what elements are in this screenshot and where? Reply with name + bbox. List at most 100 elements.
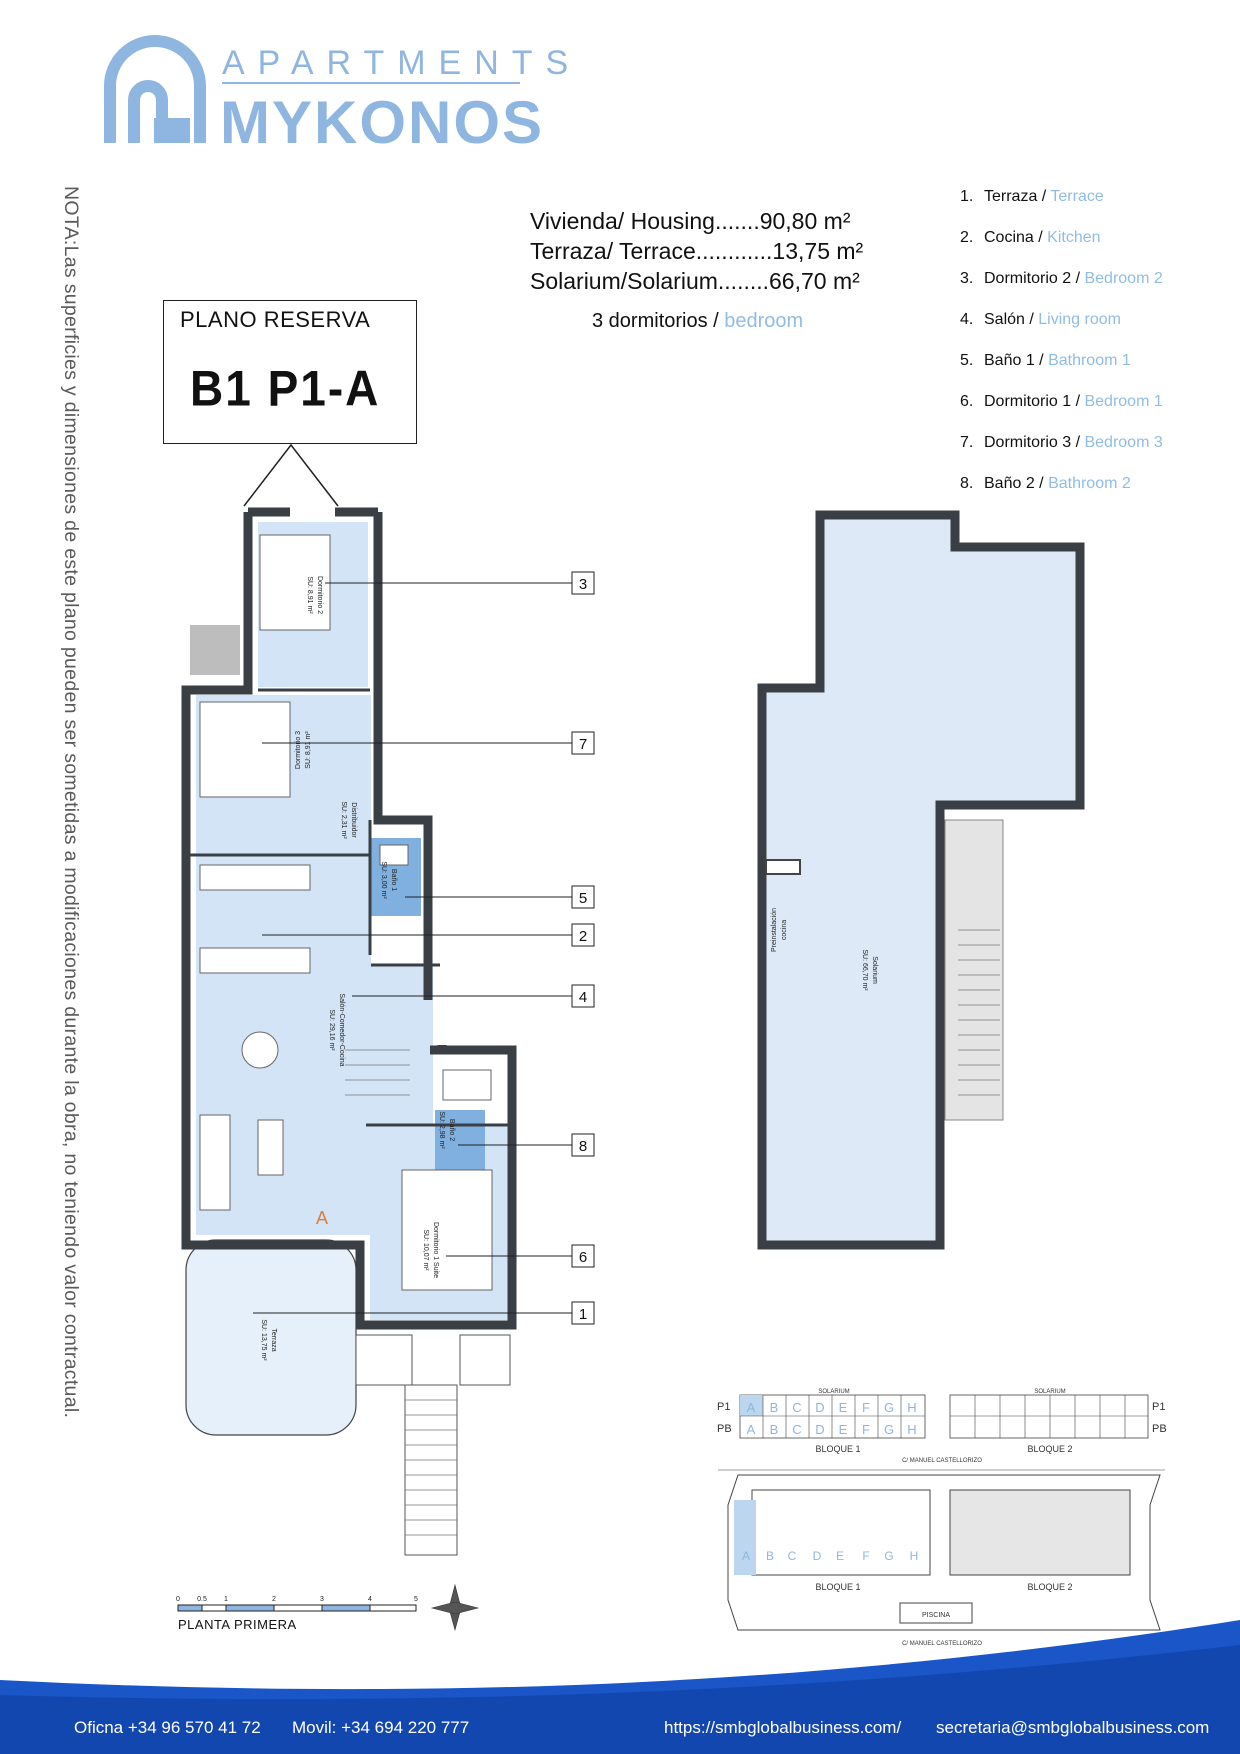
reserve-box: PLANO RESERVA B1 P1-A [163,300,417,444]
area-terrace: Terraza/ Terrace............13,75 m² [530,238,864,264]
brand-rule [222,82,520,84]
disclaimer-note: NOTA:Las superficies y dimensiones de es… [60,186,82,1419]
svg-text:F: F [862,1549,869,1563]
svg-text:SOLARIUM: SOLARIUM [818,1389,849,1395]
svg-text:E: E [839,1400,848,1415]
callout-number: 4 [579,989,587,1006]
legend-item: 7.Dormitorio 3 / Bedroom 3 [960,434,1163,451]
svg-text:SU: 13,75 m²: SU: 13,75 m² [260,1319,267,1361]
callout-number: 6 [579,1249,587,1266]
website-link[interactable]: https://smbglobalbusiness.com/ [664,1718,902,1737]
room-label: Salón-Comedor-Cocina [338,993,345,1066]
svg-text:E: E [839,1422,848,1437]
svg-text:C: C [792,1422,801,1437]
callout-number: 5 [579,890,587,907]
room-label: Dormitorio 3 [295,731,302,769]
svg-text:SU: 8,91 m²: SU: 8,91 m² [306,576,313,614]
svg-text:SU: 66,70 m²: SU: 66,70 m² [861,949,868,991]
svg-text:SU: 2,31 m²: SU: 2,31 m² [340,801,347,839]
svg-text:PISCINA: PISCINA [922,1612,950,1619]
svg-text:BLOQUE 1: BLOQUE 1 [815,1444,860,1454]
room-legend: 1.Terraza / Terrace 2.Cocina / Kitchen 3… [960,188,1163,516]
svg-text:G: G [884,1400,894,1415]
legend-item: 2.Cocina / Kitchen [960,229,1101,246]
callout-number: 1 [579,1306,587,1323]
svg-text:G: G [884,1422,894,1437]
room-label: Solarium [871,956,878,984]
svg-text:F: F [862,1400,870,1415]
unit-code: B1 P1-A [190,359,381,417]
plan-level-label: PLANTA PRIMERA [178,1617,297,1632]
svg-text:A: A [742,1549,750,1563]
svg-text:BLOQUE 2: BLOQUE 2 [1027,1582,1072,1592]
callout-number: 8 [579,1138,587,1155]
svg-text:SU: 2,98 m²: SU: 2,98 m² [438,1111,445,1149]
room-label: Terraza [270,1328,277,1351]
brand-line2: MYKONOS [220,89,545,156]
svg-text:H: H [907,1422,916,1437]
svg-text:C: C [788,1549,797,1563]
scale-tick: 0.5 [197,1596,207,1603]
svg-text:D: D [813,1549,822,1563]
arch-logo-icon [104,35,206,143]
email-link[interactable]: secretaria@smbglobalbusiness.com [936,1718,1210,1737]
svg-text:SU: 10,07 m²: SU: 10,07 m² [422,1229,429,1271]
svg-text:A: A [747,1400,756,1415]
key-row-label: PB [1152,1423,1167,1435]
key-row-label: PB [717,1423,732,1435]
svg-text:D: D [815,1422,824,1437]
svg-text:C/ MANUEL CASTELLORIZO: C/ MANUEL CASTELLORIZO [902,1458,982,1464]
reserve-title: PLANO RESERVA [180,307,371,332]
legend-item: 4.Salón / Living room [960,311,1121,328]
area-summary: Vivienda/ Housing.......90,80 m² Terraza… [530,206,863,296]
svg-text:D: D [815,1400,824,1415]
scale-tick: 3 [320,1596,324,1603]
bedroom-count: 3 dormitorios / bedroom [592,310,804,332]
room-label: Baño 2 [448,1119,455,1141]
legend-item: 3.Dormitorio 2 / Bedroom 2 [960,270,1163,287]
legend-item: 8.Baño 2 / Bathroom 2 [960,475,1131,492]
room-label: Dormitorio 1 Suite [432,1222,439,1278]
scale-tick: 2 [272,1596,276,1603]
legend-item: 1.Terraza / Terrace [960,188,1104,205]
scale-tick: 4 [368,1596,372,1603]
key-row-label: P1 [1152,1401,1165,1413]
room-label: Distribuidor [350,802,357,838]
office-phone: Oficna +34 96 570 41 72 [74,1718,261,1737]
unit-letter: A [316,1208,328,1228]
area-solarium: Solarium/Solarium........66,70 m² [530,268,860,294]
svg-text:E: E [836,1549,844,1563]
svg-text:F: F [862,1422,870,1437]
svg-text:H: H [910,1549,919,1563]
svg-text:SOLARIUM: SOLARIUM [1034,1389,1065,1395]
svg-text:SU: 3,00 m²: SU: 3,00 m² [380,861,387,899]
mobile-phone: Movil: +34 694 220 777 [292,1718,470,1737]
room-label: Preinstalación [771,908,778,952]
svg-text:C: C [792,1400,801,1415]
area-housing: Vivienda/ Housing.......90,80 m² [530,208,851,234]
svg-text:BLOQUE 2: BLOQUE 2 [1027,1444,1072,1454]
legend-item: 5.Baño 1 / Bathroom 1 [960,352,1131,369]
legend-item: 6.Dormitorio 1 / Bedroom 1 [960,393,1163,410]
svg-text:A: A [747,1422,756,1437]
brand-line1: APARTMENTS [222,44,582,82]
scale-tick: 1 [224,1596,228,1603]
svg-text:BLOQUE 1: BLOQUE 1 [815,1582,860,1592]
svg-text:B: B [770,1400,779,1415]
svg-text:SU: 8,91 m²: SU: 8,91 m² [305,731,312,769]
svg-text:cocina: cocina [781,920,788,940]
room-label: Baño 1 [390,869,397,891]
svg-text:B: B [770,1422,779,1437]
scale-tick: 0 [176,1596,180,1603]
scale-tick: 5 [414,1596,418,1603]
room-label: Dormitorio 2 [316,576,323,614]
svg-text:C/ MANUEL CASTELLORIZO: C/ MANUEL CASTELLORIZO [902,1641,982,1647]
key-row-label: P1 [717,1401,730,1413]
callout-number: 7 [579,736,587,753]
svg-text:B: B [766,1549,774,1563]
compass-icon [430,1583,480,1632]
callout-number: 3 [579,576,587,593]
callout-number: 2 [579,928,587,945]
svg-text:H: H [907,1400,916,1415]
svg-text:G: G [884,1549,893,1563]
